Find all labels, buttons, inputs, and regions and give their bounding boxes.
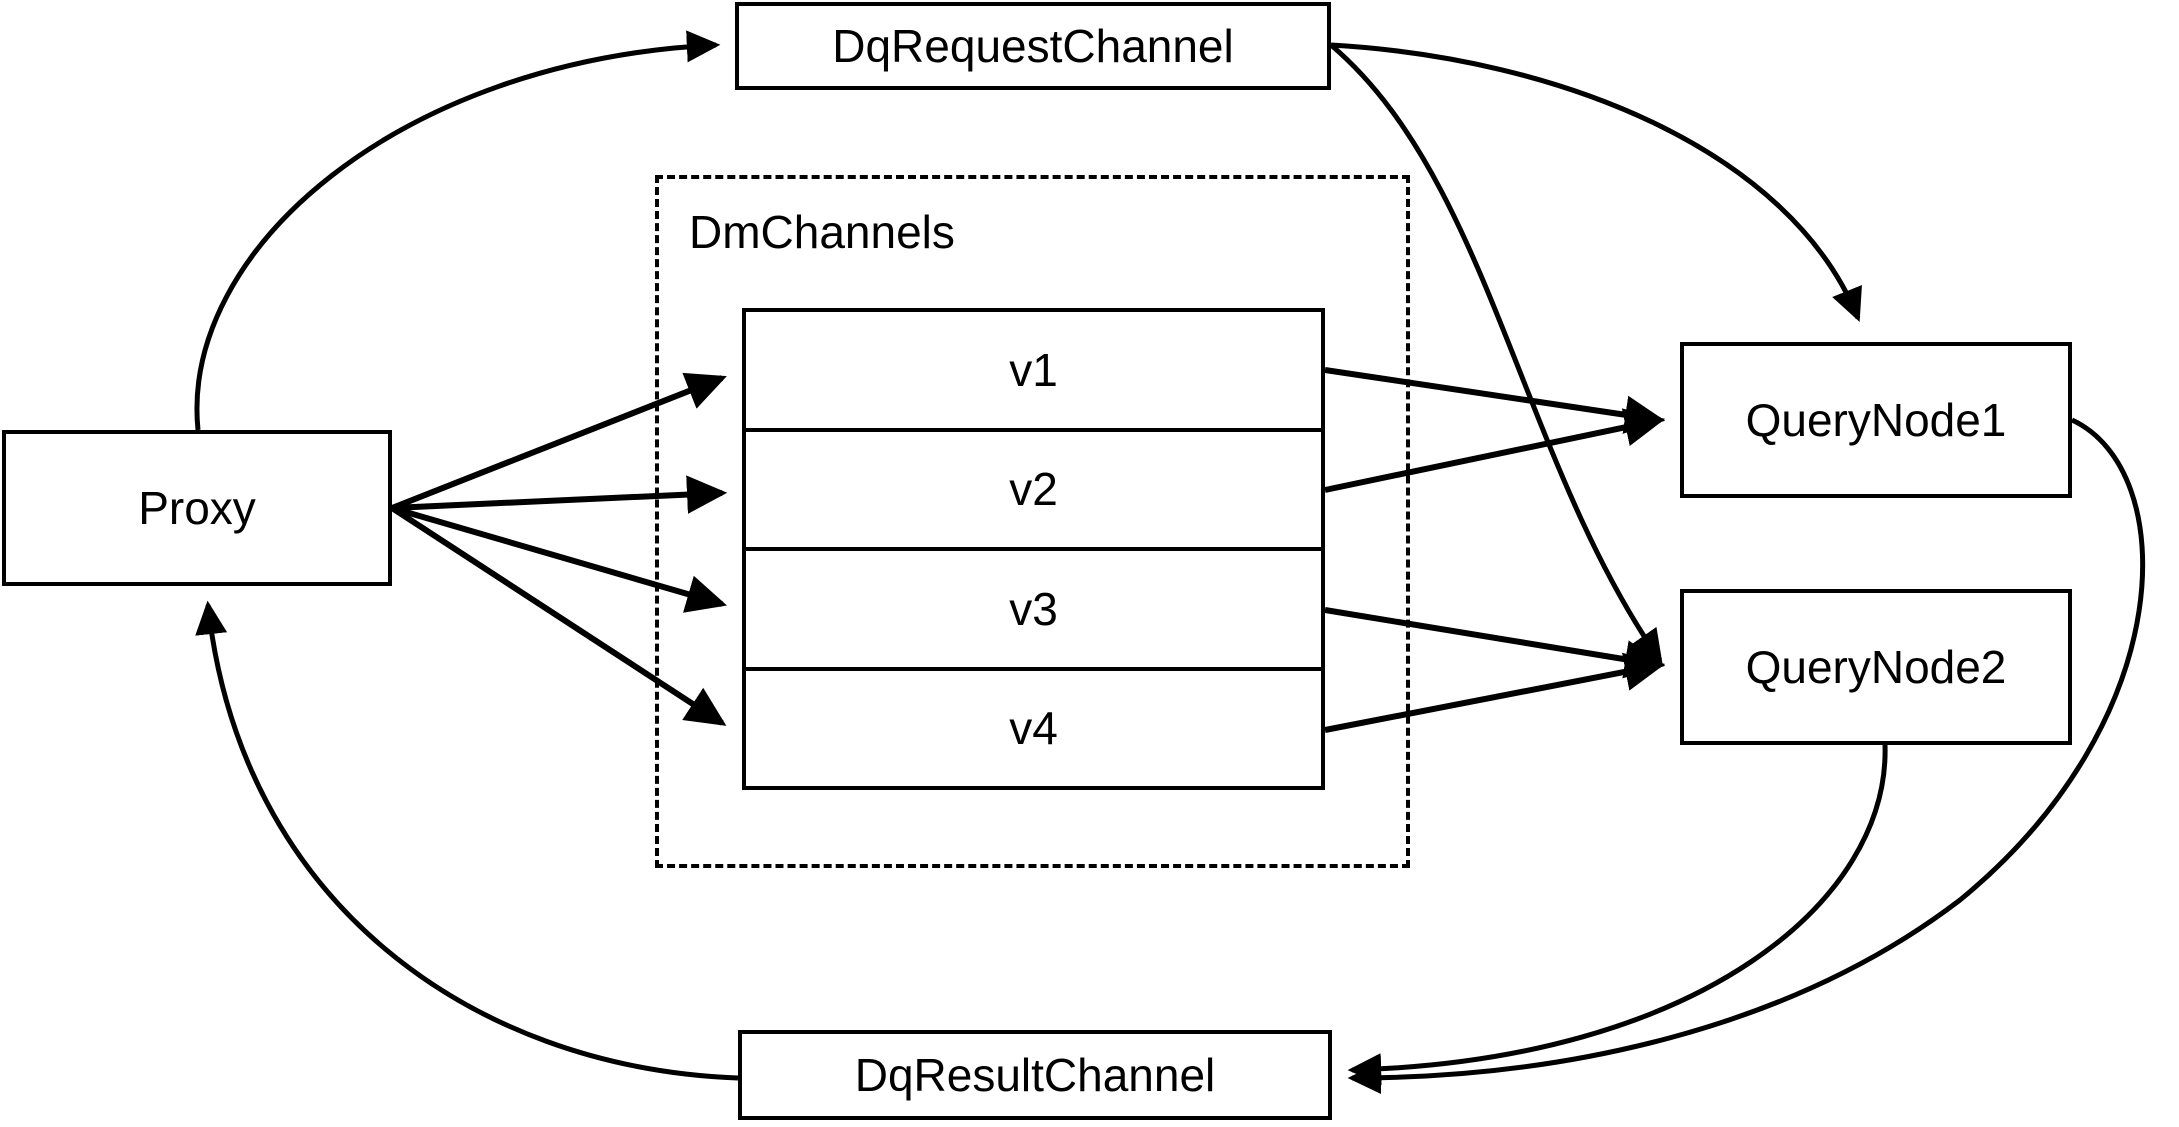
group-dm-channels-label: DmChannels (689, 206, 955, 258)
edge-query-node-1-to-dq-result-channel (1347, 417, 2146, 1095)
vchannel-row-v1[interactable]: v1 (746, 312, 1321, 432)
node-query-node-1[interactable]: QueryNode1 (1680, 342, 2072, 498)
vchannel-table: v1 v2 v3 v4 (742, 308, 1325, 790)
node-dq-result-channel-label: DqResultChannel (854, 1049, 1216, 1101)
edge-proxy-to-dq-request-channel (194, 30, 721, 431)
vchannel-row-v2[interactable]: v2 (746, 432, 1321, 551)
node-dq-result-channel[interactable]: DqResultChannel (738, 1030, 1332, 1120)
vchannel-row-v3[interactable]: v3 (746, 551, 1321, 671)
vchannel-row-v4[interactable]: v4 (746, 671, 1321, 787)
vchannel-row-label: v1 (1009, 343, 1058, 396)
node-query-node-2-label: QueryNode2 (1745, 641, 2007, 693)
vchannel-row-label: v3 (1009, 582, 1058, 635)
node-query-node-1-label: QueryNode1 (1745, 394, 2007, 446)
edge-dq-request-channel-to-query-node-1 (1330, 42, 1862, 323)
edge-query-node-2-to-dq-result-channel (1347, 744, 1888, 1086)
group-dm-channels: DmChannels (655, 175, 1410, 868)
node-proxy-label: Proxy (138, 482, 256, 534)
node-proxy[interactable]: Proxy (2, 430, 392, 586)
node-dq-request-channel-label: DqRequestChannel (832, 20, 1234, 72)
node-query-node-2[interactable]: QueryNode2 (1680, 589, 2072, 745)
vchannel-row-label: v2 (1009, 463, 1058, 516)
node-dq-request-channel[interactable]: DqRequestChannel (735, 2, 1331, 90)
vchannel-row-label: v4 (1009, 702, 1058, 755)
